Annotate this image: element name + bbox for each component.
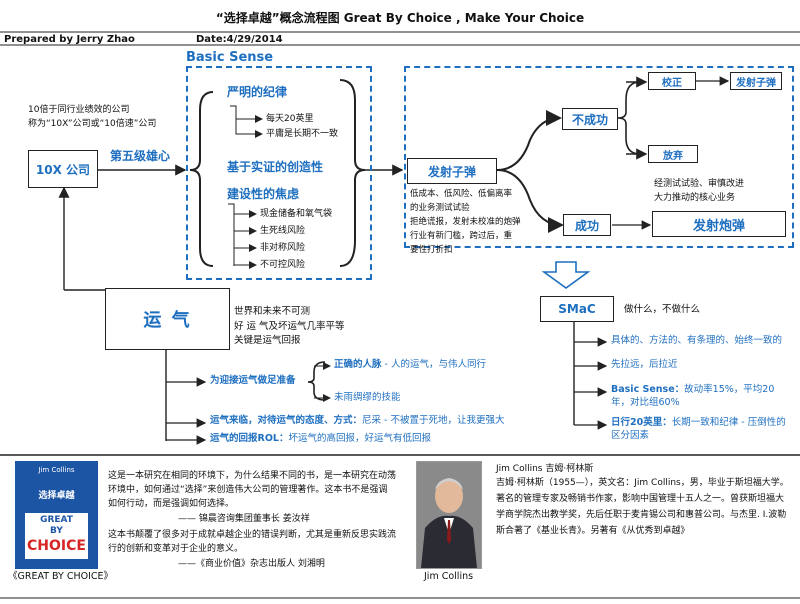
return-on-luck-line: 运气的回报ROL：坏运气的高回报，好运气有低回报 bbox=[210, 433, 431, 445]
empirical-creativity-heading: 基于实证的创造性 bbox=[227, 160, 324, 174]
right-people-label: 正确的人脉 bbox=[334, 359, 382, 370]
luck-desc-3: 关键是运气回报 bbox=[234, 335, 301, 346]
author-bio-2: 著名的管理专家及畅销书作家，影响中国管理十五人之一。曾获斯坦福大 bbox=[496, 494, 785, 504]
review1-signature: —— 锦晨咨询集团董事长 姜汝祥 bbox=[178, 514, 310, 524]
date: Date:4/29/2014 bbox=[196, 34, 283, 45]
book-cover-title-panel: GREAT BY CHOICE bbox=[25, 513, 88, 559]
paranoia-item-3: 非对称风险 bbox=[260, 243, 306, 253]
book-cover-title-3: CHOICE bbox=[27, 538, 86, 554]
review2-line1: 这本书颠覆了很多对于成就卓越企业的错误判断，尤其是重新反思实践流 bbox=[108, 530, 397, 540]
bullets-desc-5: 要性打折扣 bbox=[410, 245, 453, 255]
right-people-desc: - 人的运气，与伟人同行 bbox=[384, 359, 486, 370]
smac-item-4: 日行20英里：长期一致和纪律 - 压倒性的区分因素 bbox=[611, 417, 786, 441]
author-bio-1: 吉姆·柯林斯（1955—），英文名：Jim Collins，男，毕业于斯坦福大学… bbox=[496, 478, 789, 488]
success-box: 成功 bbox=[563, 214, 611, 236]
basic-sense-label: Basic Sense bbox=[186, 50, 274, 65]
correct-box: 校正 bbox=[648, 72, 696, 90]
return-on-luck-label: 运气的回报ROL： bbox=[210, 433, 289, 444]
review1-line2: 环境中，如何通过“选择”来创造伟大公司的管理著作。这本书不是强调 bbox=[108, 485, 388, 495]
company-note-line2: 称为“10X”公司或“10倍速”公司 bbox=[28, 119, 157, 129]
review1-line1: 这是一本研究在相同的环境下，为什么结果不同的书，是一本研究在动荡 bbox=[108, 471, 397, 481]
author-bio-4: 斯合著了《基业长青》。另著有《从优秀到卓越》 bbox=[496, 526, 690, 536]
book-caption: 《GREAT BY CHOICE》 bbox=[8, 571, 114, 582]
book-cover-cn-title: 选择卓越 bbox=[38, 491, 75, 501]
smac-item-1: 具体的、方法的、有条理的、始终一致的 bbox=[611, 335, 783, 346]
paranoia-item-1: 现金储备和氧气袋 bbox=[260, 209, 333, 219]
right-people-line: 正确的人脉 - 人的运气，与伟人同行 bbox=[334, 359, 486, 371]
diagram-title: “选择卓越”概念流程图 Great By Choice , Make Your … bbox=[215, 11, 585, 25]
author-name: Jim Collins 吉姆·柯林斯 bbox=[496, 464, 594, 474]
fire-cannonball-box: 发射炮弹 bbox=[652, 211, 786, 237]
luck-box: 运 气 bbox=[105, 288, 230, 350]
review2-line2: 行的创新和变革对于企业的意义。 bbox=[108, 544, 244, 554]
smac-box: SMaC bbox=[540, 296, 614, 322]
author-portrait-graphic bbox=[417, 462, 481, 568]
bullets-desc-3: 拒绝谎报，发射未校准的炮弹 bbox=[410, 217, 521, 227]
prepared-skills: 未雨绸缪的技能 bbox=[334, 392, 401, 403]
success-note-1: 经测试试验、审慎改进 bbox=[654, 179, 745, 189]
level5-ambition-label: 第五级雄心 bbox=[110, 149, 171, 163]
bullets-desc-2: 的业务测试试验 bbox=[410, 203, 470, 213]
fire-bullet-again-box: 发射子弹 bbox=[730, 72, 782, 90]
fire-bullets-box: 发射子弹 bbox=[407, 158, 497, 184]
prepare-for-luck: 为迎接运气做足准备 bbox=[210, 375, 296, 386]
luck-attitude-desc: 尼采 - 不被置于死地，让我更强大 bbox=[362, 415, 505, 426]
return-on-luck-desc: 坏运气的高回报，好运气有低回报 bbox=[288, 433, 431, 444]
book-cover-title-2: BY bbox=[50, 526, 63, 536]
discipline-item-1: 每天20英里 bbox=[266, 114, 314, 124]
prepared-by: Prepared by Jerry Zhao bbox=[4, 34, 135, 45]
bullets-desc-4: 行业有新门槛，跨过后，重 bbox=[410, 231, 513, 241]
smac-note: 做什么，不做什么 bbox=[624, 304, 701, 315]
smac-item-3: Basic Sense：故动率15%，平均20年，对比组60% bbox=[611, 384, 775, 408]
author-photo-caption: Jim Collins bbox=[424, 571, 474, 582]
smac-item-2: 先拉远，后拉近 bbox=[611, 359, 678, 370]
review1-line3: 如何行动，而是强调如何选择。 bbox=[108, 499, 235, 509]
luck-desc-1: 世界和未来不可测 bbox=[234, 306, 311, 317]
bullets-desc-1: 低成本、低风险、低偏离率 bbox=[410, 189, 513, 199]
company-note-line1: 10倍于同行业绩效的公司 bbox=[28, 105, 130, 115]
paranoia-item-2: 生死线风险 bbox=[260, 226, 306, 236]
productive-paranoia-heading: 建设性的焦虑 bbox=[227, 187, 300, 201]
discipline-item-2: 平庸是长期不一致 bbox=[266, 129, 339, 139]
fail-box: 不成功 bbox=[562, 108, 618, 130]
basic-sense-panel bbox=[186, 66, 372, 280]
bullets-cannonballs-panel bbox=[404, 66, 794, 248]
author-bio-3: 学商学院杰出教学奖，先后任职于麦肯锡公司和惠普公司。与杰里. I.波勒 bbox=[496, 510, 787, 520]
luck-desc-2: 好 运 气及坏运气几率平等 bbox=[234, 321, 345, 332]
book-cover-title-1: GREAT bbox=[40, 515, 73, 525]
abandon-box: 放弃 bbox=[648, 145, 698, 163]
paranoia-item-4: 不可控风险 bbox=[260, 260, 306, 270]
review2-signature: ——《商业价值》杂志出版人 刘湘明 bbox=[178, 559, 325, 569]
luck-attitude-line: 运气来临，对待运气的态度、方式：尼采 - 不被置于死地，让我更强大 bbox=[210, 415, 505, 427]
discipline-heading: 严明的纪律 bbox=[227, 85, 288, 99]
author-photo bbox=[416, 461, 482, 569]
success-note-2: 大力推动的核心业务 bbox=[654, 193, 736, 203]
luck-attitude-label: 运气来临，对待运气的态度、方式： bbox=[210, 415, 363, 426]
ten-x-company-box: 10X 公司 bbox=[28, 150, 98, 188]
book-cover-image: Jim Collins 选择卓越 GREAT BY CHOICE bbox=[15, 461, 98, 569]
book-cover-author: Jim Collins bbox=[38, 466, 75, 474]
